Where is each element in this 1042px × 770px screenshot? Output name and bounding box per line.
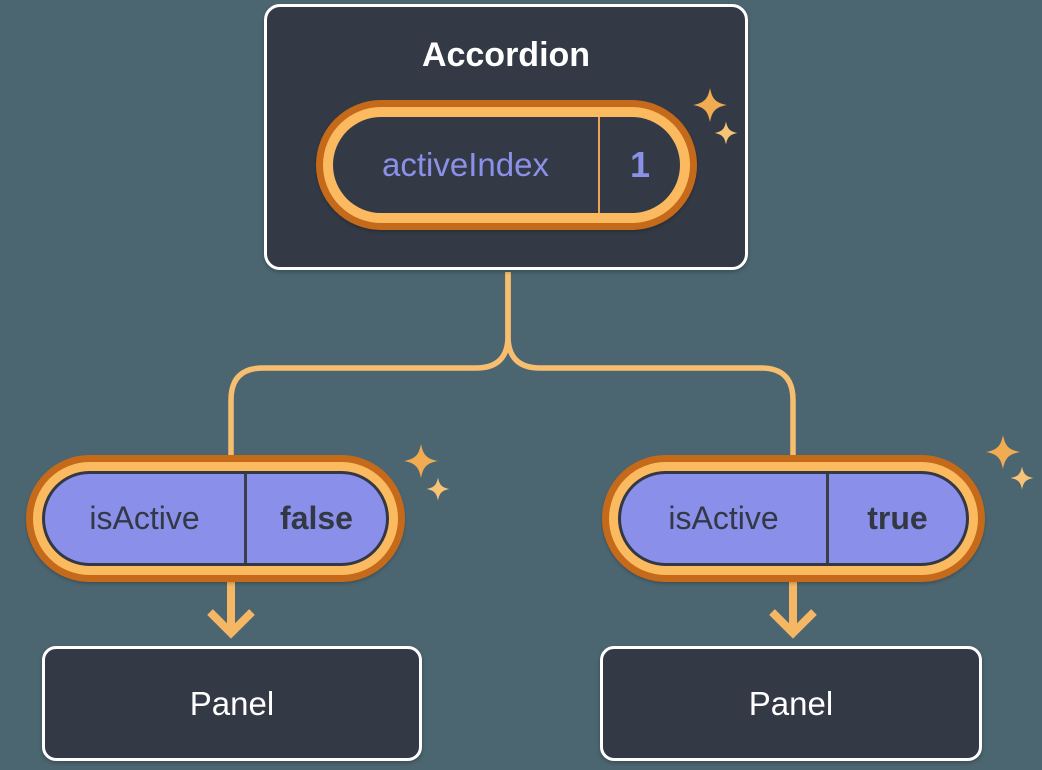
panel-node-left: Panel [42, 646, 422, 761]
pill-divider [244, 474, 247, 563]
panel-label-left: Panel [189, 684, 275, 722]
pill-divider [598, 117, 600, 213]
state-name-is-active-left: isActive [89, 500, 200, 536]
branch-line-left [228, 272, 511, 470]
pill-divider [826, 474, 829, 563]
panel-label-right: Panel [748, 684, 834, 722]
active-index-state-pill: activeIndex 1 [316, 100, 697, 230]
state-name-active-index: activeIndex [382, 146, 549, 183]
sparkle-icon [986, 435, 1034, 490]
panel-node-right: Panel [600, 646, 982, 761]
state-name-is-active-right: isActive [668, 500, 779, 536]
accordion-node-title: Accordion [421, 36, 591, 74]
state-value-is-active-right: true [867, 500, 928, 536]
state-value-active-index: 1 [629, 144, 651, 185]
sparkle-icon [404, 444, 450, 501]
state-value-is-active-left: false [280, 500, 353, 536]
branch-line-right [505, 272, 796, 470]
sparkle-icon [693, 88, 738, 145]
is-active-pill-right: isActive true [602, 455, 985, 582]
is-active-pill-left: isActive false [26, 455, 405, 582]
